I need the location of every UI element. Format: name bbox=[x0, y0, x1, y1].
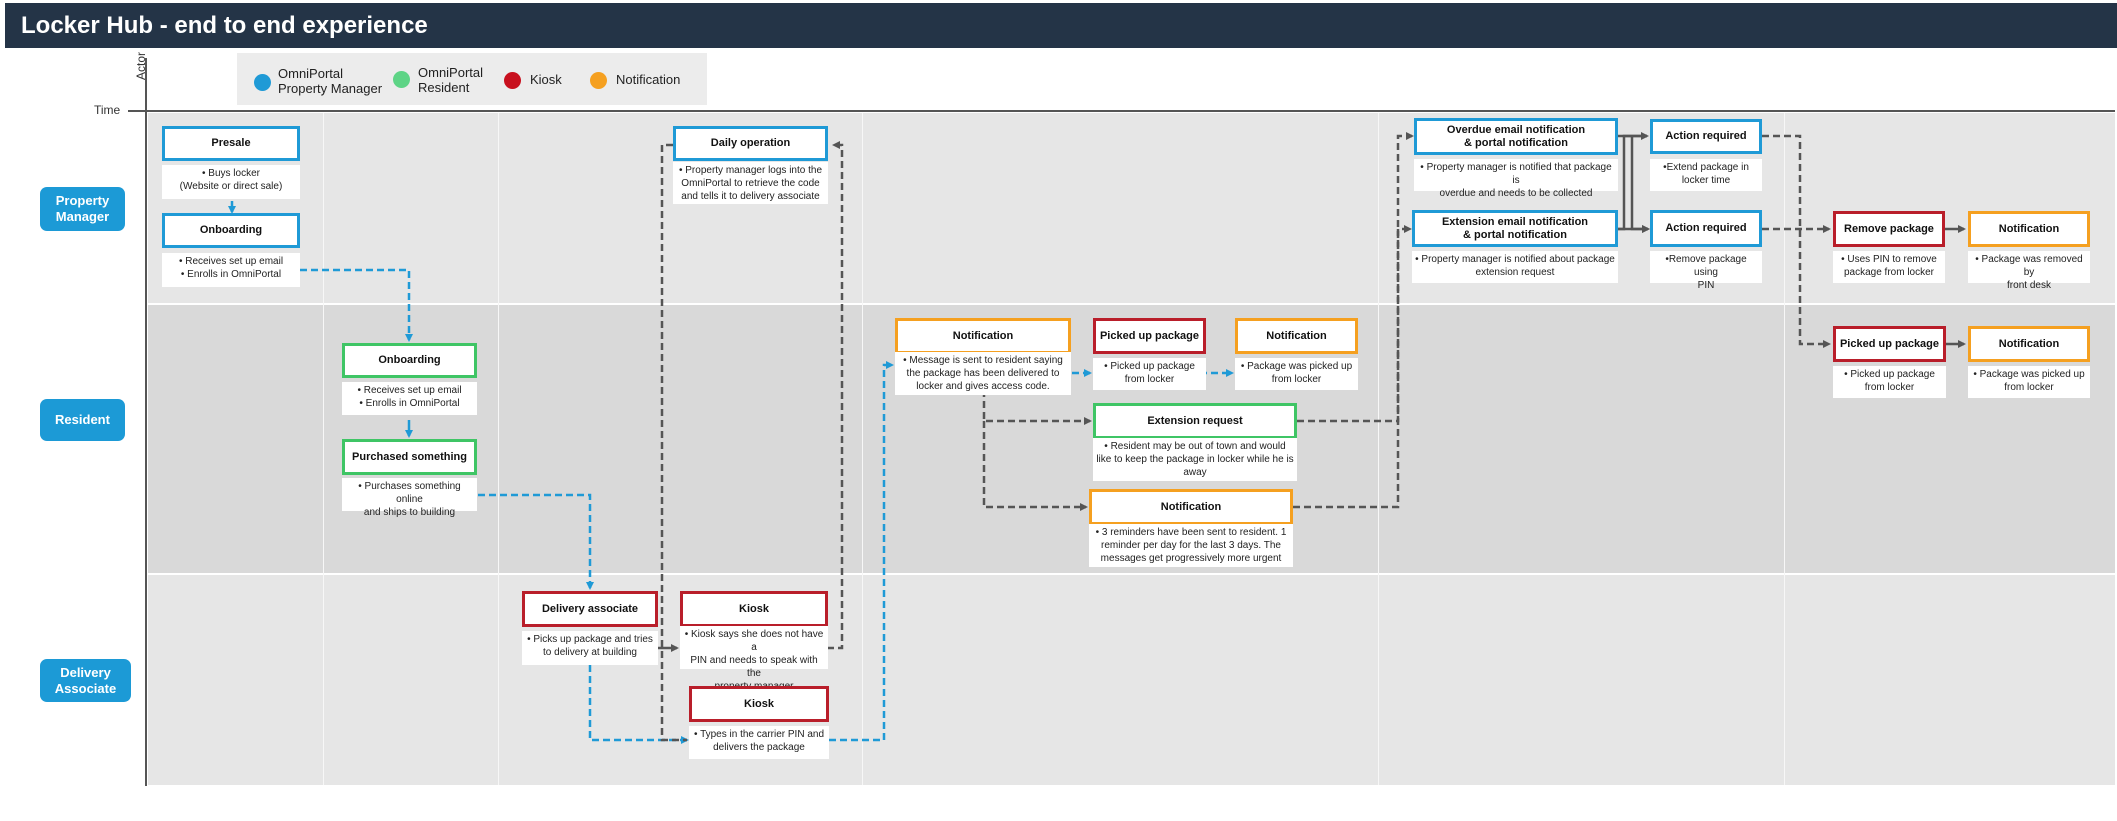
time-divider bbox=[1784, 113, 1785, 785]
time-divider bbox=[498, 113, 499, 785]
step-onboarding-pm-desc: • Receives set up email• Enrolls in Omni… bbox=[162, 253, 300, 287]
step-presale: Presale bbox=[162, 126, 300, 161]
step-picked-up-package-2: Picked up package bbox=[1833, 326, 1946, 362]
connector-reminders-overdue bbox=[1293, 132, 1414, 509]
connector-action1-picked bbox=[1762, 134, 1831, 348]
step-notification-reminders-desc: • 3 reminders have been sent to resident… bbox=[1089, 524, 1293, 567]
step-onboarding-resident-desc: • Receives set up email• Enrolls in Omni… bbox=[342, 382, 477, 415]
step-overdue-notification: Overdue email notification& portal notif… bbox=[1414, 118, 1618, 155]
time-divider bbox=[1378, 113, 1379, 785]
step-notification-removed: Notification bbox=[1968, 211, 2090, 247]
connector-notification-extension bbox=[982, 390, 1092, 425]
step-delivery-associate: Delivery associate bbox=[522, 591, 658, 627]
step-extension-notification-desc: • Property manager is notified about pac… bbox=[1412, 251, 1618, 283]
actor-resident: Resident bbox=[40, 399, 125, 441]
connector-purchased-delivery bbox=[478, 493, 594, 590]
connector-kiosk2-notification bbox=[829, 361, 894, 742]
legend-label-property-manager: OmniPortal Property Manager bbox=[278, 66, 383, 96]
legend-swatch-kiosk bbox=[504, 72, 521, 89]
step-extension-request: Extension request bbox=[1093, 403, 1297, 439]
legend-label-resident: OmniPortal Resident bbox=[418, 65, 484, 95]
actor-axis bbox=[145, 58, 147, 786]
step-onboarding-resident: Onboarding bbox=[342, 343, 477, 378]
step-daily-operation: Daily operation bbox=[673, 126, 828, 161]
lane-delivery-associate bbox=[148, 575, 2115, 785]
connector-onboarding-pm-res bbox=[300, 268, 413, 342]
step-action-required-extend: Action required bbox=[1650, 119, 1762, 154]
page-title: Locker Hub - end to end experience bbox=[21, 12, 428, 39]
time-divider bbox=[323, 113, 324, 785]
legend-swatch-notification bbox=[590, 72, 607, 89]
connector-delivery-kiosk2 bbox=[588, 665, 689, 744]
connector-extension-ext-email bbox=[1297, 225, 1412, 423]
step-purchased-something: Purchased something bbox=[342, 439, 477, 475]
step-notification-picked: Notification bbox=[1235, 318, 1358, 354]
legend-swatch-property-manager bbox=[254, 74, 271, 91]
step-remove-package: Remove package bbox=[1833, 211, 1945, 247]
legend-swatch-resident bbox=[393, 71, 410, 88]
step-overdue-notification-desc: • Property manager is notified that pack… bbox=[1414, 159, 1618, 199]
connector-kiosk1-daily bbox=[827, 141, 844, 650]
step-notification-delivered: Notification bbox=[895, 318, 1071, 354]
time-axis bbox=[128, 110, 2115, 112]
legend-label-notification: Notification bbox=[616, 72, 681, 87]
step-extension-notification: Extension email notification& portal not… bbox=[1412, 210, 1618, 247]
step-picked-up-package: Picked up package bbox=[1093, 318, 1206, 354]
step-kiosk-no-pin: Kiosk bbox=[680, 591, 828, 627]
connector-notification-reminders bbox=[982, 421, 1088, 511]
legend: OmniPortal Property Manager OmniPortal R… bbox=[237, 53, 707, 105]
time-axis-label: Time bbox=[94, 103, 121, 117]
connector-overdue-action2 bbox=[1630, 136, 1650, 233]
legend-label-kiosk: Kiosk bbox=[530, 72, 562, 87]
step-notification-reminders: Notification bbox=[1089, 489, 1293, 525]
connector-daily-kiosk2 bbox=[660, 143, 687, 742]
time-divider bbox=[862, 113, 863, 785]
step-notification-picked-2: Notification bbox=[1968, 326, 2090, 362]
step-presale-desc: • Buys locker(Website or direct sale) bbox=[162, 165, 300, 199]
lane-property-manager bbox=[148, 113, 2115, 303]
step-onboarding-pm: Onboarding bbox=[162, 213, 300, 248]
step-action-required-remove: Action required bbox=[1650, 210, 1762, 247]
title-bar: Locker Hub - end to end experience bbox=[5, 3, 2117, 48]
step-kiosk-carrier-pin: Kiosk bbox=[689, 686, 829, 722]
